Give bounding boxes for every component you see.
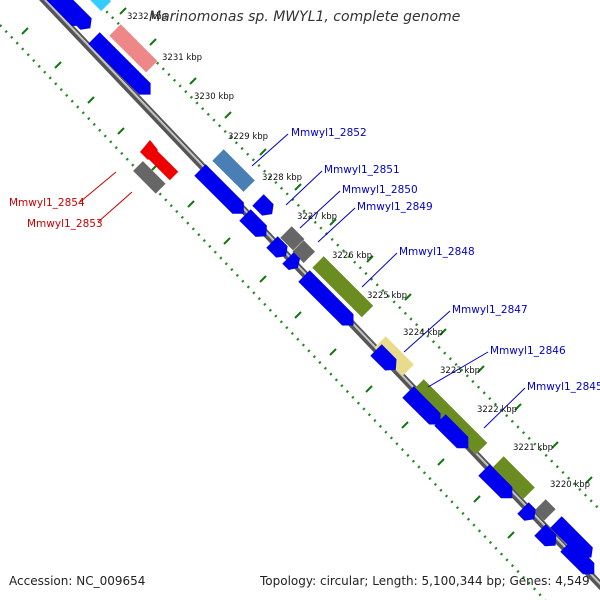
- gene-label: Mmwyl1_2848: [399, 246, 475, 258]
- gene-feature: [434, 414, 469, 449]
- tick-mark: [473, 495, 481, 503]
- scale-label: 3221 kbp: [513, 443, 553, 453]
- tick-mark: [437, 458, 445, 466]
- gene-feature: [298, 270, 354, 326]
- genome-title: Marinomonas sp. MWYL1, complete genome: [149, 9, 461, 25]
- gene-feature: [478, 464, 513, 499]
- scale-label: 3227 kbp: [297, 212, 337, 222]
- tick-mark: [224, 111, 232, 119]
- tick-mark: [187, 200, 195, 208]
- leader-line: [317, 207, 356, 243]
- tick-mark: [223, 237, 231, 245]
- tick-mark: [149, 38, 157, 46]
- gene-feature: [282, 252, 300, 270]
- scale-label: 3225 kbp: [367, 291, 407, 301]
- gene-feature: [133, 161, 166, 194]
- leader-line: [483, 387, 526, 429]
- tick-mark: [551, 441, 559, 449]
- gene-feature: [266, 236, 288, 258]
- gene-feature: [109, 24, 158, 73]
- tick-mark: [404, 293, 412, 301]
- gene-feature: [492, 456, 535, 499]
- label-leader-lines: [79, 133, 526, 429]
- leader-line: [97, 191, 133, 223]
- leader-line: [285, 170, 323, 206]
- gene-feature: [402, 386, 441, 425]
- gene-feature: [550, 516, 593, 559]
- leader-line: [427, 351, 489, 388]
- scale-label: 3229 kbp: [228, 132, 268, 142]
- gene-feature: [56, 0, 92, 30]
- tick-mark: [585, 476, 593, 484]
- tick-mark: [507, 531, 515, 539]
- scale-label: 3220 kbp: [550, 480, 590, 490]
- gene-features: [46, 0, 595, 575]
- scale-label: 3224 kbp: [403, 328, 443, 338]
- labels: 3232 kbp 3231 kbp 3230 kbp 3229 kbp 3228 kbp…: [9, 12, 600, 490]
- gene-feature: [534, 524, 557, 547]
- tick-mark: [477, 365, 485, 373]
- tick-mark: [329, 218, 337, 226]
- gene-label: Mmwyl1_2847: [452, 304, 528, 316]
- tick-mark: [259, 148, 267, 156]
- gene-feature: [90, 0, 112, 12]
- leader-line: [299, 190, 341, 229]
- gene-label: Mmwyl1_2846: [490, 345, 566, 357]
- gene-label: Mmwyl1_2851: [324, 164, 400, 176]
- leader-line: [361, 252, 398, 288]
- tick-mark: [439, 328, 447, 336]
- gene-feature: [370, 344, 397, 371]
- gene-feature: [280, 226, 305, 251]
- leader-line: [403, 310, 451, 353]
- genome-summary-text: Topology: circular; Length: 5,100,344 bp…: [260, 574, 590, 588]
- leader-line: [79, 171, 117, 203]
- gene-label: Mmwyl1_2854: [9, 197, 85, 209]
- scale-label: 3226 kbp: [332, 251, 372, 261]
- tick-mark: [259, 275, 267, 283]
- scale-label: 3232 kbp: [127, 12, 167, 22]
- gene-feature: [534, 499, 556, 521]
- tick-mark: [294, 183, 302, 191]
- scale-label: 3222 kbp: [477, 405, 517, 415]
- gene-label: Mmwyl1_2845: [527, 381, 600, 393]
- scale-label: 3223 kbp: [440, 366, 480, 376]
- tick-mark: [119, 7, 127, 15]
- scale-label: 3228 kbp: [262, 173, 302, 183]
- gene-feature: [374, 336, 414, 376]
- tick-mark: [401, 421, 409, 429]
- gene-label: Mmwyl1_2853: [27, 218, 103, 230]
- tick-mark: [189, 77, 197, 85]
- gene-feature: [212, 149, 255, 192]
- gene-feature: [140, 140, 158, 160]
- leader-line: [251, 133, 289, 167]
- scale-label: 3231 kbp: [162, 53, 202, 63]
- tick-marks: [21, 7, 593, 539]
- tick-mark: [514, 403, 522, 411]
- tick-mark: [329, 348, 337, 356]
- gene-label: Mmwyl1_2852: [291, 127, 367, 139]
- tick-mark: [365, 385, 373, 393]
- gene-feature: [312, 256, 374, 318]
- tick-mark: [54, 61, 62, 69]
- gene-label: Mmwyl1_2850: [342, 184, 418, 196]
- tick-mark: [21, 27, 29, 35]
- gene-feature: [194, 164, 244, 214]
- tick-mark: [117, 127, 125, 135]
- gene-feature: [145, 147, 179, 181]
- tick-mark: [366, 255, 374, 263]
- gene-feature: [252, 194, 274, 216]
- gene-feature: [517, 502, 536, 521]
- tick-mark: [294, 311, 302, 319]
- gene-feature: [560, 540, 595, 575]
- accession-text: Accession: NC_009654: [9, 574, 146, 588]
- gene-feature: [412, 379, 488, 455]
- gene-feature: [239, 209, 267, 237]
- gene-feature: [88, 32, 151, 95]
- tick-mark: [87, 96, 95, 104]
- gene-label: Mmwyl1_2849: [357, 201, 433, 213]
- scale-label: 3230 kbp: [194, 92, 234, 102]
